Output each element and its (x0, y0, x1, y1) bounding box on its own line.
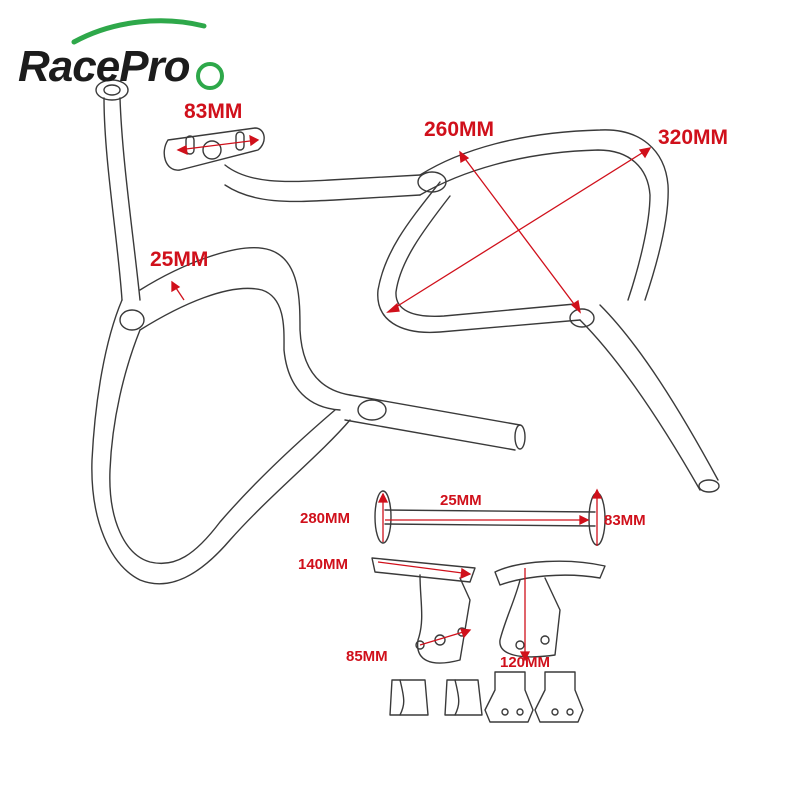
dimension-label-bracket-hole: 85MM (346, 648, 388, 665)
dimension-arrows (171, 134, 652, 662)
dimension-label-diagonal: 320MM (658, 126, 729, 149)
mount-brackets (371, 557, 606, 723)
logo-swoosh-icon (71, 18, 224, 90)
dimension-label-bracket-length: 140MM (298, 556, 349, 573)
right-crash-bar (163, 127, 720, 493)
dimension-label-mount-tab: 83MM (184, 100, 243, 123)
cross-bar (374, 490, 606, 546)
dimension-label-tube-diameter: 25MM (150, 248, 209, 271)
dimension-label-bracket-height: 120MM (500, 654, 551, 671)
left-crash-bar (91, 79, 526, 585)
dimension-label-width: 260MM (424, 118, 495, 141)
dimension-label-crossbar-length: 280MM (300, 510, 351, 527)
dimension-label-crossbar-plate: 83MM (604, 512, 646, 529)
brand-logo-text: RacePro (18, 42, 191, 91)
brand-logo: RacePro (14, 12, 224, 92)
dimension-label-crossbar-diameter: 25MM (440, 492, 482, 509)
